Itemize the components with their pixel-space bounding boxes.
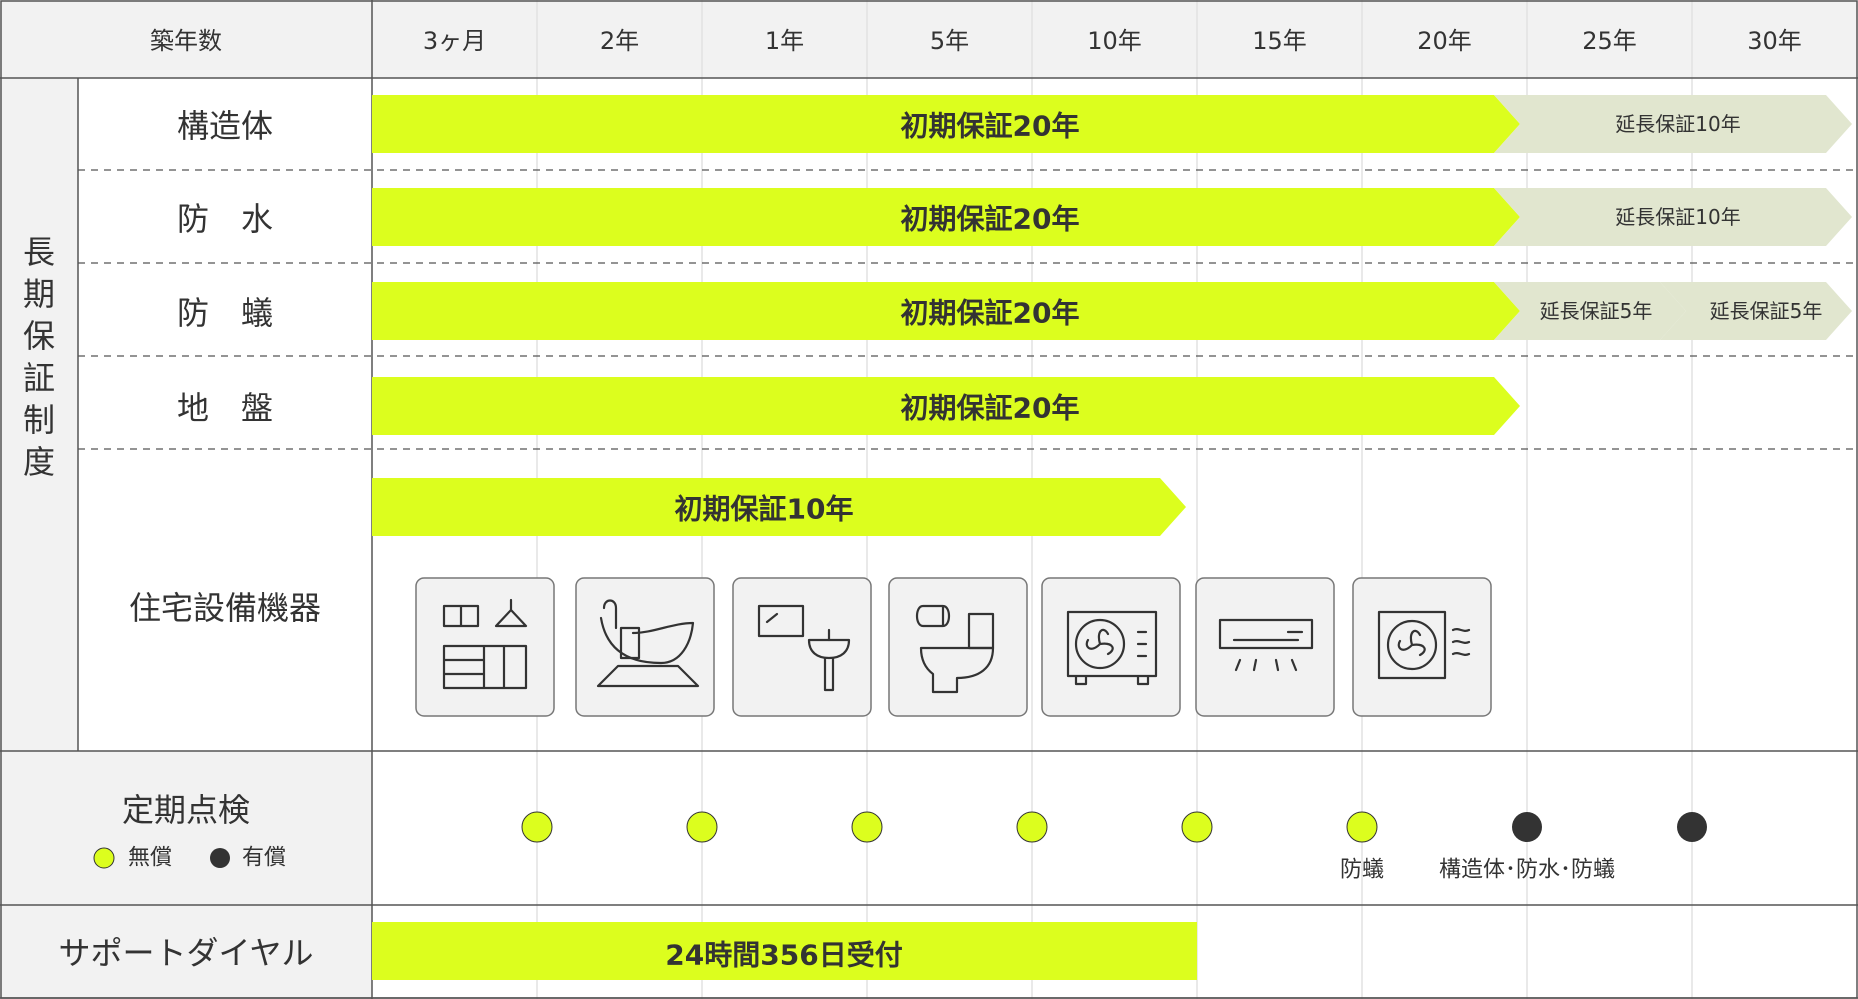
header-row-background bbox=[0, 0, 1858, 78]
initial-warranty-label: 初期保証20年 bbox=[901, 203, 1080, 236]
initial-warranty-label: 初期保証20年 bbox=[901, 110, 1080, 143]
outdoor-unit-icon bbox=[1041, 577, 1181, 717]
icon-stroke bbox=[1074, 618, 1126, 670]
warranty-row-label: 地 盤 bbox=[177, 389, 273, 427]
extension-warranty-arrow bbox=[1494, 282, 1686, 340]
section-label-char: 証 bbox=[23, 359, 55, 397]
year-tick-label: 15年 bbox=[1252, 27, 1307, 55]
inspection-dot-free bbox=[1016, 811, 1048, 843]
initial-warranty-label: 初期保証20年 bbox=[901, 297, 1080, 330]
inspection-dot-free bbox=[1346, 811, 1378, 843]
warranty-row-label: 防 蟻 bbox=[177, 294, 273, 332]
icon-stroke bbox=[919, 646, 995, 694]
initial-warranty-arrow bbox=[372, 188, 1520, 246]
icon-stroke bbox=[599, 616, 695, 665]
header-label: 築年数 bbox=[150, 27, 222, 55]
icon-stroke bbox=[807, 638, 851, 660]
section-label-char: 長 bbox=[23, 233, 55, 271]
year-tick-label: 3ヶ月 bbox=[423, 27, 486, 55]
bathtub-icon bbox=[575, 577, 715, 717]
ventilation-fan-icon bbox=[1352, 577, 1492, 717]
icon-stroke bbox=[1386, 619, 1438, 671]
inspection-dot-free bbox=[851, 811, 883, 843]
toilet-icon bbox=[888, 577, 1028, 717]
icon-stroke bbox=[1085, 628, 1114, 656]
year-tick-label: 20年 bbox=[1417, 27, 1472, 55]
icon-tile bbox=[732, 577, 872, 717]
extension-warranty-arrow bbox=[1494, 95, 1852, 153]
section-label-char: 制 bbox=[23, 401, 55, 439]
kitchen-icon bbox=[415, 577, 555, 717]
inspection-dot-paid bbox=[1677, 812, 1707, 842]
equipment-warranty-arrow bbox=[372, 478, 1186, 536]
icon-stroke bbox=[619, 626, 641, 660]
initial-warranty-arrow bbox=[372, 377, 1520, 435]
year-tick-label: 2年 bbox=[600, 27, 639, 55]
equipment-row-label: 住宅設備機器 bbox=[129, 589, 321, 627]
icon-stroke bbox=[1066, 610, 1158, 686]
extension-warranty-label: 延長保証5年 bbox=[1710, 299, 1823, 323]
inspection-label: 定期点検 bbox=[122, 791, 250, 829]
warranty-row-label: 構造体 bbox=[177, 107, 273, 145]
icon-stroke bbox=[596, 664, 700, 688]
inspection-note: 構造体･防水･防蟻 bbox=[1439, 858, 1615, 883]
legend-paid-dot bbox=[210, 848, 230, 868]
support-bar bbox=[372, 922, 1197, 980]
section-label-char: 期 bbox=[23, 275, 55, 313]
legend-paid-label: 有償 bbox=[242, 846, 286, 871]
extension-warranty-label: 延長保証5年 bbox=[1540, 299, 1653, 323]
inspection-dot-free bbox=[1181, 811, 1213, 843]
icon-stroke bbox=[1377, 610, 1447, 680]
section-label-char: 保 bbox=[23, 317, 55, 355]
legend-free-dot bbox=[93, 847, 115, 869]
legend-free-label: 無償 bbox=[128, 846, 172, 871]
initial-warranty-arrow bbox=[372, 282, 1520, 340]
icon-tile bbox=[1352, 577, 1492, 717]
icon-stroke bbox=[602, 599, 618, 630]
year-tick-label: 25年 bbox=[1582, 27, 1637, 55]
icon-stroke bbox=[494, 598, 528, 628]
initial-warranty-label: 初期保証20年 bbox=[901, 392, 1080, 425]
icon-stroke bbox=[915, 604, 951, 628]
support-label: サポートダイヤル bbox=[58, 934, 313, 972]
extension-warranty-label: 延長保証10年 bbox=[1615, 112, 1740, 136]
extension-warranty-label: 延長保証10年 bbox=[1615, 205, 1740, 229]
inspection-dot-free bbox=[521, 811, 553, 843]
inspection-dot-paid bbox=[1512, 812, 1542, 842]
inspection-note: 防蟻 bbox=[1340, 858, 1384, 883]
support-bar-label: 24時間356日受付 bbox=[665, 939, 902, 972]
year-tick-label: 10年 bbox=[1087, 27, 1142, 55]
inspection-dot-free bbox=[686, 811, 718, 843]
year-tick-label: 1年 bbox=[765, 27, 804, 55]
washbasin-icon bbox=[732, 577, 872, 717]
icon-stroke bbox=[1451, 628, 1471, 656]
icon-tile bbox=[575, 577, 715, 717]
section-label-char: 度 bbox=[23, 443, 55, 481]
extension-warranty-arrow bbox=[1660, 282, 1852, 340]
year-tick-label: 30年 bbox=[1747, 27, 1802, 55]
icon-stroke bbox=[442, 644, 528, 690]
icon-stroke bbox=[823, 628, 835, 692]
warranty-row-label: 防 水 bbox=[177, 200, 273, 238]
icon-stroke bbox=[1397, 629, 1426, 657]
initial-warranty-arrow bbox=[372, 95, 1520, 153]
icon-stroke bbox=[1218, 618, 1314, 650]
icon-stroke bbox=[442, 604, 480, 628]
year-tick-label: 5年 bbox=[930, 27, 969, 55]
extension-warranty-arrow bbox=[1494, 188, 1852, 246]
icon-stroke bbox=[1234, 658, 1298, 672]
icon-tile bbox=[1041, 577, 1181, 717]
icon-stroke bbox=[1136, 630, 1148, 658]
air-conditioner-icon bbox=[1195, 577, 1335, 717]
icon-stroke bbox=[757, 604, 805, 638]
sub-label-background bbox=[78, 78, 372, 751]
equipment-warranty-label: 初期保証10年 bbox=[675, 493, 854, 526]
